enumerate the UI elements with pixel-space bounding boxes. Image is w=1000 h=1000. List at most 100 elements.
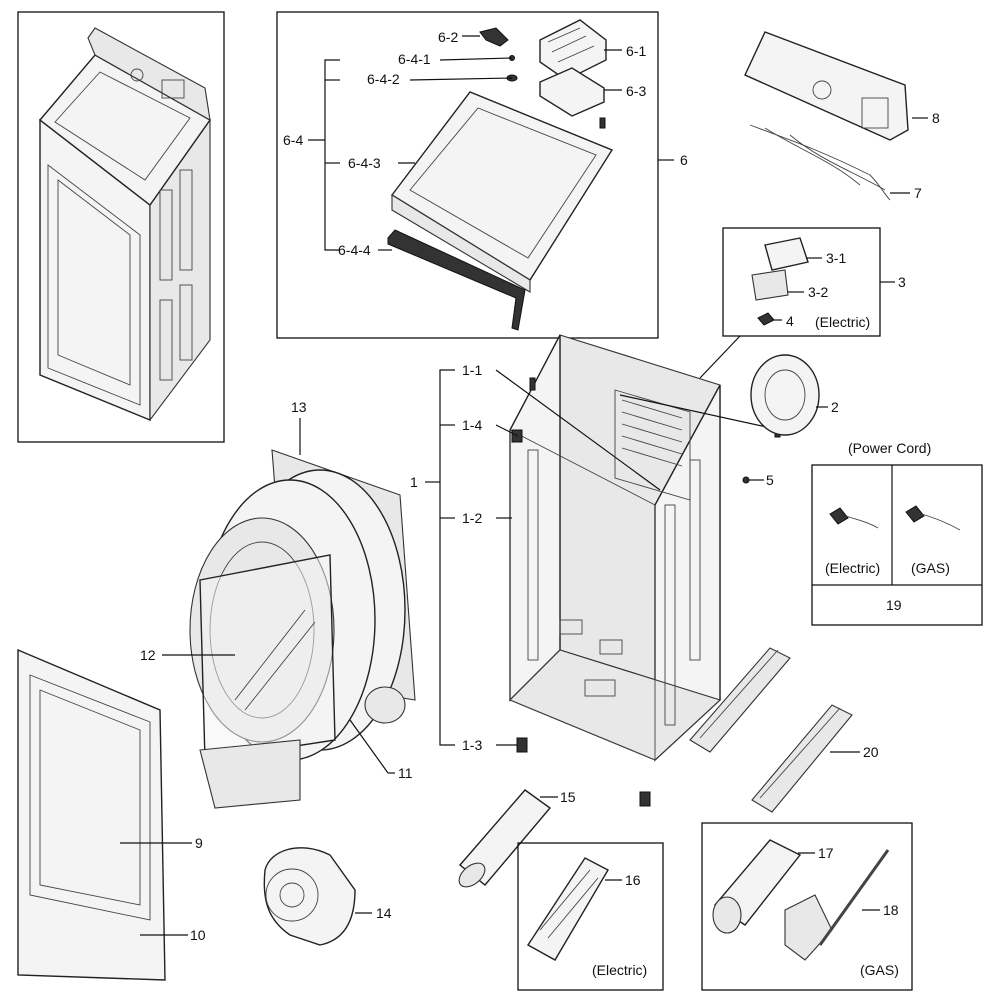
panel-buttons [861,97,889,129]
cover-strip-part [387,229,526,331]
label-13: 13 [291,399,307,415]
label-6-4: 6-4 [283,132,303,148]
clip-part-4 [757,312,775,326]
cabinet-rail-right-2 [689,459,701,661]
base-detail-3 [584,679,616,697]
label-6-3: 6-3 [626,83,646,99]
top-cover-group: 6-2 6-1 6-3 6-4-1 6-4-2 6-4 6-4-3 6-4-4 … [276,11,688,339]
duct-ring-group: 2 [750,354,839,436]
control-panel-part [744,31,909,141]
note-cord-gas: (GAS) [911,560,950,576]
cabinet-group: 1 1-1 1-4 1-2 1-3 5 [410,334,781,807]
heater-part [527,857,609,961]
door-panel-part [17,648,166,981]
leader-1-1 [495,369,661,491]
rail-part-lower [751,704,853,813]
top-cover-edge [391,194,531,293]
bracket-1 [439,369,455,746]
label-14: 14 [376,905,392,921]
exhaust-duct-end [458,862,486,888]
clip-part-6-2 [479,27,509,47]
label-3-1: 3-1 [826,250,846,266]
door-window-inner [39,689,141,906]
cabinet-front-opening [509,429,656,761]
exhaust-duct-group: 15 [458,789,576,888]
electric-board-group: 3-1 3-2 4 (Electric) 3 [699,227,906,379]
label-9: 9 [195,835,203,851]
note-power-cord: (Power Cord) [848,440,931,456]
base-detail-2 [599,639,623,655]
label-1: 1 [410,474,418,490]
label-17: 17 [818,845,834,861]
side-vent-3 [159,299,173,381]
dryer-top-window [54,71,191,181]
filter-box-ribs [547,27,595,63]
panel-knob-icon [812,80,832,100]
leader-6-4-1 [439,57,513,61]
heater-frame [517,842,664,991]
drum-outlet [364,686,406,724]
leader-1-4 [495,424,519,437]
label-4: 4 [786,313,794,329]
cabinet-rail-right-1 [664,504,676,726]
blower-fan [265,868,319,922]
power-cord-group: (Power Cord) (Electric) (GAS) 19 [811,440,983,626]
rail-part-upper [689,647,791,753]
label-12: 12 [140,647,156,663]
label-1-2: 1-2 [462,510,482,526]
plug-gas-icon [905,505,925,523]
leader-11-a [349,719,389,774]
plate-part-3-2 [751,269,789,301]
label-6-4-1: 6-4-1 [398,51,431,67]
rails-group: 20 [689,647,879,813]
gas-burner-frame [701,822,913,991]
side-vent-2 [179,169,193,271]
wire-harness-strands [764,127,886,191]
label-6: 6 [680,152,688,168]
label-2: 2 [831,399,839,415]
cord-gas-icon [921,513,961,531]
screw-top-cover [599,117,606,129]
cabinet-rail-left [527,449,539,661]
label-5: 5 [766,472,774,488]
label-7: 7 [914,185,922,201]
burner-end [712,896,742,934]
label-18: 18 [883,902,899,918]
screw-5 [742,476,750,484]
note-gas-17-18: (GAS) [860,962,899,978]
duct-ring-hole [764,369,806,421]
label-19: 19 [886,597,902,613]
label-15: 15 [560,789,576,805]
assembled-dryer-frame [17,11,225,443]
heater-group: 16 (Electric) [517,842,664,991]
power-cord-frame [811,464,983,626]
bracket-6-4 [324,59,340,251]
assembled-dryer-inset [17,11,225,443]
label-8: 8 [932,110,940,126]
control-buttons [161,79,185,99]
note-electric-16: (Electric) [592,962,647,978]
foot-part-left [516,737,528,753]
side-vent-4 [179,284,193,361]
dryer-door [47,164,141,406]
drum-baffle [234,609,316,711]
back-duct-ribs [621,399,683,467]
lid-part-6-3 [539,67,605,117]
leader-3-to-cabinet [699,335,741,379]
door-window-9 [29,674,151,921]
note-cord-electric: (Electric) [825,560,880,576]
base-detail-1 [559,619,583,635]
rail-slots [699,649,841,799]
control-knob-icon [130,68,144,82]
dryer-control-panel [87,27,211,122]
gas-burner-group: 17 18 (GAS) [701,822,913,991]
label-3-2: 3-2 [808,284,828,300]
door-group: 9 10 [17,648,206,981]
top-cover-frame [276,11,659,339]
label-20: 20 [863,744,879,760]
gas-valve-part [784,894,833,961]
label-1-1: 1-1 [462,362,482,378]
blower-hub [279,882,305,908]
note-electric-3: (Electric) [815,314,870,330]
